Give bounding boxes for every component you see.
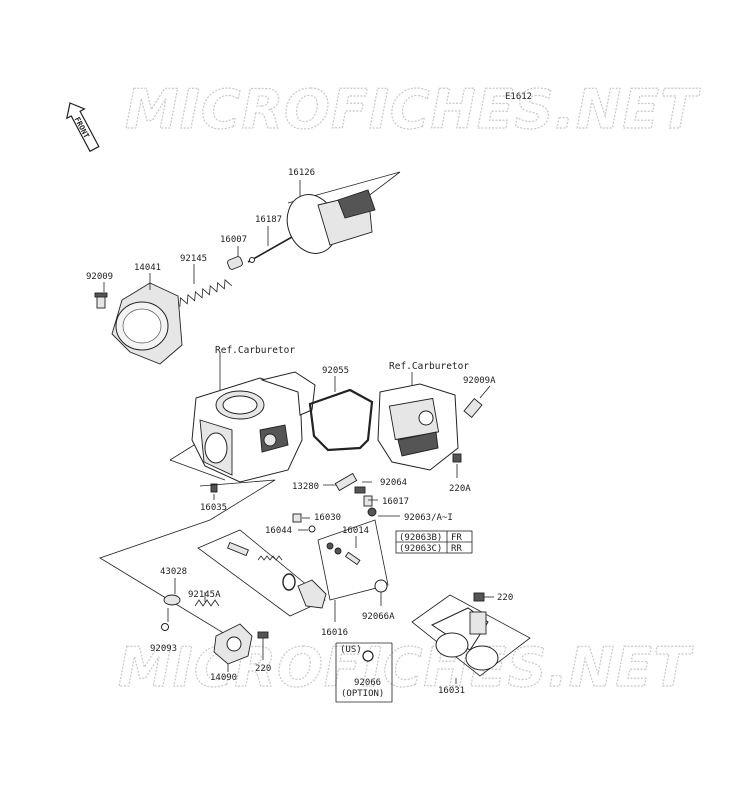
variant-pos-fr: FR xyxy=(451,533,462,543)
option-box: (US) 92066 (OPTION) xyxy=(335,642,393,703)
screw-220A-part xyxy=(452,453,462,478)
main-jet-parts xyxy=(323,472,400,517)
accelerator-pump-parts xyxy=(161,578,220,631)
variant-table: (92063B) FR (92063C) RR xyxy=(395,530,473,554)
option-note: (OPTION) xyxy=(341,689,384,699)
choke-assembly xyxy=(197,529,336,622)
part-label-92145: 92145 xyxy=(180,254,207,264)
vacuum-piston-part xyxy=(286,171,401,254)
ref-carburetor-left: Ref.Carburetor xyxy=(215,345,295,356)
variant-code-c: (92063C) xyxy=(399,544,442,554)
watermark-bottom: MICROFICHES.NET xyxy=(118,636,694,699)
part-label-16035: 16035 xyxy=(200,503,227,513)
part-label-43028: 43028 xyxy=(160,567,187,577)
part-label-16126: 16126 xyxy=(288,168,315,178)
part-label-16031: 16031 xyxy=(438,686,465,696)
part-label-220-pump: 220 xyxy=(255,664,271,674)
part-label-92064: 92064 xyxy=(380,478,407,488)
part-label-92066A: 92066A xyxy=(362,612,395,622)
diagram-code: E1612 xyxy=(505,92,532,102)
part-label-220A: 220A xyxy=(449,484,471,494)
front-arrow-icon: FRONT xyxy=(65,102,100,153)
part-label-16030: 16030 xyxy=(314,513,341,523)
part-label-92063: 92063/A~I xyxy=(404,513,453,523)
washer-16044-part xyxy=(298,525,316,533)
part-label-16044: 16044 xyxy=(265,526,292,536)
throttle-bracket-part xyxy=(411,594,531,684)
part-label-16187: 16187 xyxy=(255,215,282,225)
part-label-16017: 16017 xyxy=(382,497,409,507)
gasket-part xyxy=(308,376,374,452)
float-bowl-part xyxy=(377,372,459,471)
part-label-220-bracket: 220 xyxy=(497,593,513,603)
screw-220-pump-part xyxy=(257,631,269,660)
part-label-92009: 92009 xyxy=(86,272,113,282)
part-label-92009A: 92009A xyxy=(463,376,496,386)
part-label-16014: 16014 xyxy=(342,526,369,536)
part-label-14041: 14041 xyxy=(134,263,161,273)
spring-part xyxy=(179,279,233,307)
watermark-top: MICROFICHES.NET xyxy=(125,78,701,141)
ref-carburetor-right: Ref.Carburetor xyxy=(389,361,469,372)
pilot-screw-part xyxy=(99,479,276,641)
jet-16030-part xyxy=(292,513,310,523)
part-label-14090: 14090 xyxy=(210,673,237,683)
part-label-13280: 13280 xyxy=(292,482,319,492)
option-region: (US) xyxy=(340,645,362,655)
part-label-16007: 16007 xyxy=(220,235,247,245)
cap-92066A-part xyxy=(374,579,388,606)
top-cover-part xyxy=(111,282,183,365)
variant-pos-rr: RR xyxy=(451,544,462,554)
jet-needle-part xyxy=(247,236,293,263)
screw-92009A-part xyxy=(463,385,491,418)
screw-92009-part xyxy=(94,292,108,309)
part-label-92055: 92055 xyxy=(322,366,349,376)
needle-jet-assembly xyxy=(317,519,389,601)
variant-code-b: (92063B) xyxy=(399,533,442,543)
part-label-16016: 16016 xyxy=(321,628,348,638)
needle-holder-part xyxy=(227,256,243,270)
carburetor-body-part xyxy=(169,352,316,483)
part-label-92145A: 92145A xyxy=(188,590,221,600)
screw-220-bracket-part xyxy=(473,592,494,602)
part-label-92066: 92066 xyxy=(354,678,381,688)
part-label-92093: 92093 xyxy=(150,644,177,654)
pump-cover-part xyxy=(213,623,253,672)
